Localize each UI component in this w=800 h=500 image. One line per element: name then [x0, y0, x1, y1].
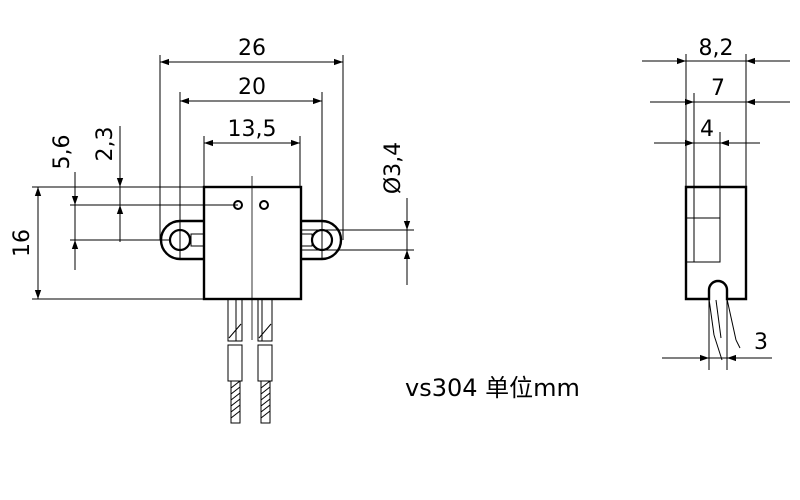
side-lens-block: [685, 217, 721, 263]
sensor-body: [202, 185, 303, 301]
right-ear-tab: [300, 233, 313, 247]
front-view: 26 20 13,5 16 5,6 2,3 Ø3,4: [10, 36, 414, 424]
dim-depth-slot: 4: [700, 117, 714, 142]
receiver-hole: [259, 200, 269, 210]
side-cable: [708, 298, 741, 361]
dim-hole-spacing: 20: [238, 75, 266, 100]
left-ear-tab: [190, 233, 205, 247]
dim-depth-mid: 7: [711, 76, 725, 101]
drawing-caption: vs304 单位mm: [405, 374, 580, 402]
dim-slot-width: 3: [754, 330, 768, 355]
cable-lower: [227, 344, 273, 424]
side-extension-lines: [685, 54, 747, 370]
dim-height: 16: [10, 229, 35, 257]
right-mounting-ear: [298, 219, 343, 261]
dim-body-width: 13,5: [228, 117, 277, 142]
dim-overall-width: 26: [238, 36, 266, 61]
side-body: [684, 185, 748, 301]
left-mounting-ear: [159, 219, 208, 261]
side-view: 8,2 7 4 3: [642, 36, 790, 370]
dim-offset-a: 5,6: [50, 135, 75, 170]
cable-upper: [227, 298, 273, 342]
dim-offset-b: 2,3: [93, 127, 118, 162]
dim-hole-diameter: Ø3,4: [381, 142, 406, 194]
dim-depth-total: 8,2: [699, 36, 734, 61]
